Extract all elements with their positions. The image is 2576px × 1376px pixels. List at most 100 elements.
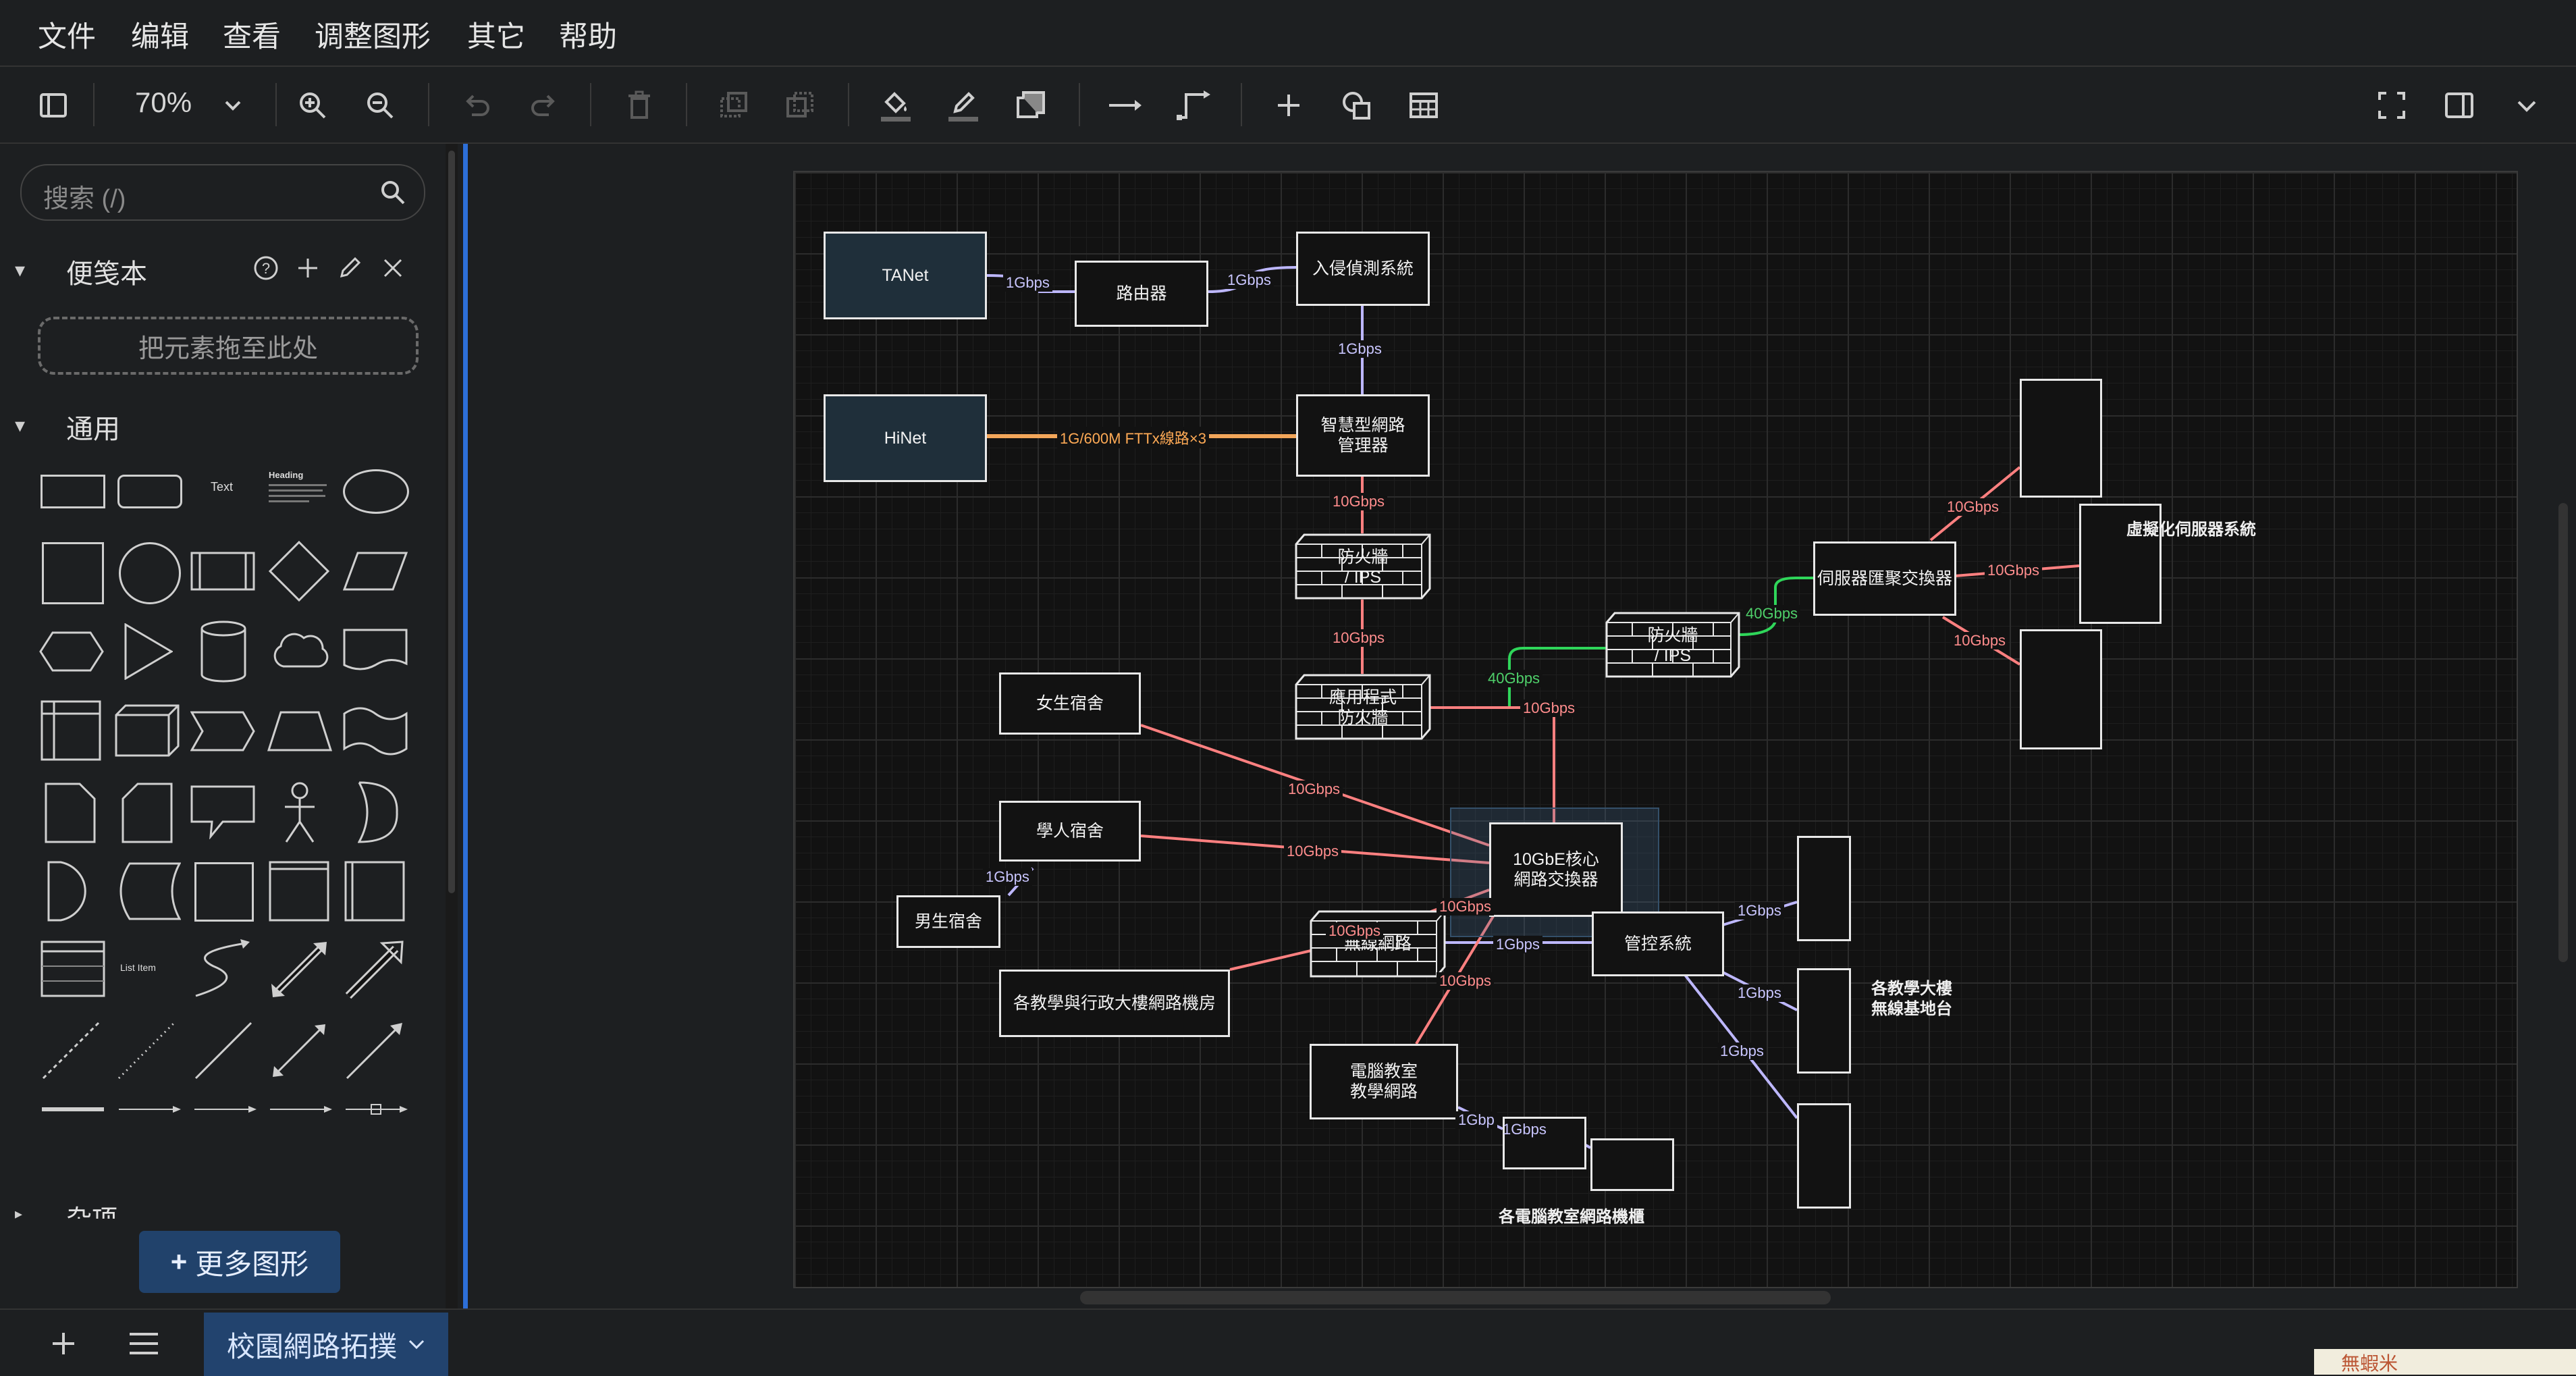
connector-with-3-labels-shape[interactable] — [269, 1103, 333, 1116]
curve-shape[interactable] — [193, 939, 252, 999]
lab-rack-box-2[interactable] — [1590, 1138, 1674, 1191]
search-icon[interactable] — [379, 179, 406, 206]
edge-label[interactable]: 10Gbps — [1284, 843, 1342, 860]
directional-connector-shape[interactable] — [344, 1020, 405, 1081]
fullscreen-icon[interactable] — [2373, 87, 2410, 124]
ellipse-shape[interactable] — [343, 469, 409, 514]
scratchpad-title[interactable]: 便笺本 — [66, 259, 147, 289]
edge-label[interactable]: 1Gbps — [1503, 1121, 1547, 1138]
node-scholar-dorm[interactable]: 學人宿舍 — [999, 801, 1141, 862]
edge-label[interactable]: 10Gbps — [1437, 972, 1495, 990]
diamond-shape[interactable] — [269, 541, 329, 602]
collapse-triangle-icon[interactable]: ▾ — [15, 259, 26, 282]
dashed-line-shape[interactable] — [41, 1020, 101, 1081]
shape-search-input[interactable]: 搜索 (/) — [20, 164, 425, 221]
format-panel-toggle-icon[interactable] — [35, 87, 72, 124]
help-icon[interactable]: ? — [252, 255, 279, 282]
list-item-shape[interactable]: List Item — [120, 962, 156, 973]
and-shape[interactable] — [47, 861, 95, 922]
node-building-rooms[interactable]: 各教學與行政大樓網路機房 — [999, 970, 1230, 1037]
sidebar-resize-handle[interactable] — [463, 144, 468, 1308]
node-core-switch[interactable]: 10GbE核心 網路交換器 — [1489, 822, 1623, 917]
close-icon[interactable] — [382, 257, 404, 279]
add-icon[interactable] — [296, 256, 320, 280]
node-computer-lab[interactable]: 電腦教室 教學網路 — [1310, 1044, 1458, 1119]
edge-label[interactable]: 10Gbps — [1330, 493, 1388, 510]
to-front-icon[interactable] — [716, 87, 752, 124]
heading-shape[interactable]: Heading — [269, 469, 329, 510]
zoom-in-icon[interactable] — [294, 87, 331, 124]
chevron-down-icon[interactable] — [215, 87, 251, 124]
node-tanet[interactable]: TANet — [824, 232, 987, 319]
lab-rack-box-1[interactable] — [1503, 1117, 1586, 1169]
zoom-level[interactable]: 70% — [135, 86, 192, 118]
zoom-out-icon[interactable] — [362, 87, 398, 124]
edge-label[interactable]: 40Gbps — [1485, 670, 1543, 687]
sidebar-scroll-thumb[interactable] — [448, 151, 455, 893]
edge-label[interactable]: 1Gbps — [1225, 271, 1274, 289]
line-color-icon[interactable] — [945, 87, 982, 124]
edge-label[interactable]: 1Gbps — [983, 868, 1032, 886]
cylinder-shape[interactable] — [200, 620, 247, 683]
edge-label[interactable]: 40Gbps — [1743, 605, 1801, 623]
triangle-shape[interactable] — [124, 623, 173, 680]
connection-arrow-icon[interactable] — [1107, 87, 1144, 124]
edge-label[interactable]: 10Gbps — [1520, 699, 1578, 717]
edge-label[interactable]: 1Gbps — [1735, 984, 1784, 1002]
actor-shape[interactable] — [281, 781, 319, 843]
node-smart-manager[interactable]: 智慧型網路 管理器 — [1296, 394, 1430, 477]
chevron-down-icon[interactable] — [408, 1338, 425, 1351]
waypoints-icon[interactable] — [1176, 87, 1212, 124]
text-shape[interactable]: Text — [211, 480, 234, 494]
or-shape[interactable] — [358, 781, 398, 843]
data-storage-shape[interactable] — [116, 862, 181, 920]
collapse-triangle-icon[interactable]: ▾ — [15, 415, 26, 437]
page-tab[interactable]: 校園網路拓撲 — [204, 1313, 448, 1376]
canvas-horizontal-scrollbar[interactable] — [1080, 1291, 1831, 1304]
arrow-shape[interactable] — [344, 939, 405, 1000]
edge-label[interactable]: 10Gbps — [1326, 922, 1384, 940]
sidebar-scrollbar[interactable] — [446, 144, 458, 1308]
dotted-line-shape[interactable] — [116, 1020, 177, 1081]
server-box-top[interactable] — [2020, 379, 2102, 498]
shapes-icon[interactable] — [1338, 87, 1374, 124]
delete-icon[interactable] — [621, 87, 658, 124]
node-server-switch[interactable]: 伺服器匯聚交換器 — [1813, 541, 1956, 616]
firewall-2-brick-icon[interactable] — [1605, 612, 1740, 678]
tape-shape[interactable] — [343, 706, 408, 757]
expand-triangle-icon[interactable]: ▸ — [15, 1205, 23, 1222]
edge-label[interactable]: 1Gbps — [1717, 1042, 1767, 1060]
connector-with-2-labels-shape[interactable] — [193, 1103, 258, 1116]
list-shape[interactable] — [41, 941, 105, 997]
square-shape[interactable] — [42, 542, 104, 604]
edge-label[interactable]: 1Gbps — [1003, 274, 1052, 292]
misc-section-title[interactable]: 杂项 — [66, 1198, 117, 1219]
server-box-bottom[interactable] — [2020, 629, 2102, 749]
node-hinet[interactable]: HiNet — [824, 394, 987, 482]
node-girls-dorm[interactable]: 女生宿舍 — [999, 672, 1141, 735]
menu-help[interactable]: 帮助 — [559, 21, 617, 53]
menu-file[interactable]: 文件 — [38, 21, 96, 53]
server-box-middle[interactable] — [2079, 504, 2162, 624]
edge-label[interactable]: 10Gbps — [1951, 632, 2009, 650]
swimlane-shape[interactable] — [269, 861, 329, 922]
container-shape[interactable] — [194, 862, 254, 922]
redo-icon[interactable] — [525, 87, 562, 124]
rounded-rectangle-shape[interactable] — [117, 475, 182, 508]
connector-with-label-shape[interactable] — [117, 1103, 182, 1116]
node-app-firewall[interactable]: 應用程式 防火牆 — [1329, 688, 1397, 727]
menu-extras[interactable]: 其它 — [467, 21, 525, 53]
circle-shape[interactable] — [119, 542, 181, 604]
internal-storage-shape[interactable] — [41, 700, 101, 761]
format-panel-icon[interactable] — [2441, 87, 2477, 124]
general-section-title[interactable]: 通用 — [66, 415, 120, 444]
connector-with-symbol-shape[interactable] — [344, 1103, 409, 1116]
canvas-vertical-scrollbar[interactable] — [2558, 503, 2568, 962]
scratchpad-drop-zone[interactable]: 把元素拖至此处 — [38, 317, 419, 375]
ap-box-3[interactable] — [1797, 1103, 1851, 1209]
edge-label[interactable]: 10Gbps — [1944, 498, 2002, 516]
node-ids[interactable]: 入侵偵測系統 — [1296, 232, 1430, 306]
note-shape[interactable] — [45, 783, 96, 843]
node-firewall-2[interactable]: 防火牆 / IPS — [1647, 626, 1698, 665]
to-back-icon[interactable] — [782, 87, 818, 124]
